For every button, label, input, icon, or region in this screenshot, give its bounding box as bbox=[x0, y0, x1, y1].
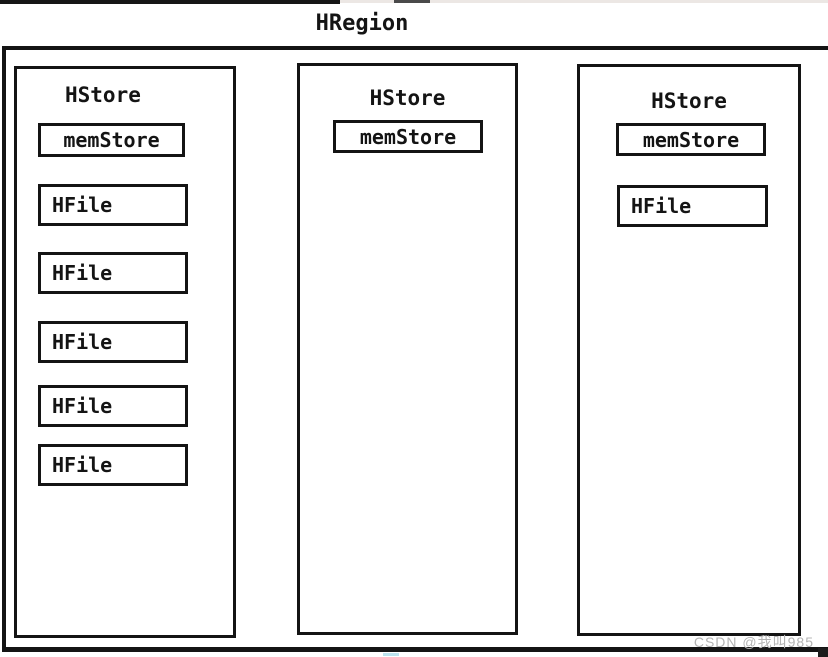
hfile-box: HFile bbox=[38, 184, 188, 226]
memstore-box: memStore bbox=[38, 123, 185, 157]
hfile-box: HFile bbox=[38, 385, 188, 427]
hstore-box-2: HStore memStore bbox=[297, 63, 518, 635]
diagram-title: HRegion bbox=[315, 11, 409, 36]
hfile-box: HFile bbox=[38, 444, 188, 486]
memstore-box: memStore bbox=[333, 120, 483, 153]
memstore-box: memStore bbox=[616, 123, 766, 156]
corner-mark bbox=[818, 648, 828, 657]
hstore-title: HStore bbox=[651, 89, 727, 113]
watermark: CSDN @我叫985 bbox=[693, 634, 814, 650]
hfile-box: HFile bbox=[38, 252, 188, 294]
screenshot-top-edge-mid-segment bbox=[394, 0, 430, 3]
hstore-title: HStore bbox=[65, 83, 141, 107]
screenshot-top-edge-dark-segment bbox=[0, 0, 340, 4]
hfile-box: HFile bbox=[38, 321, 188, 363]
hfile-box: HFile bbox=[617, 185, 768, 227]
bottom-artifact bbox=[383, 653, 399, 656]
hstore-title: HStore bbox=[369, 86, 446, 110]
